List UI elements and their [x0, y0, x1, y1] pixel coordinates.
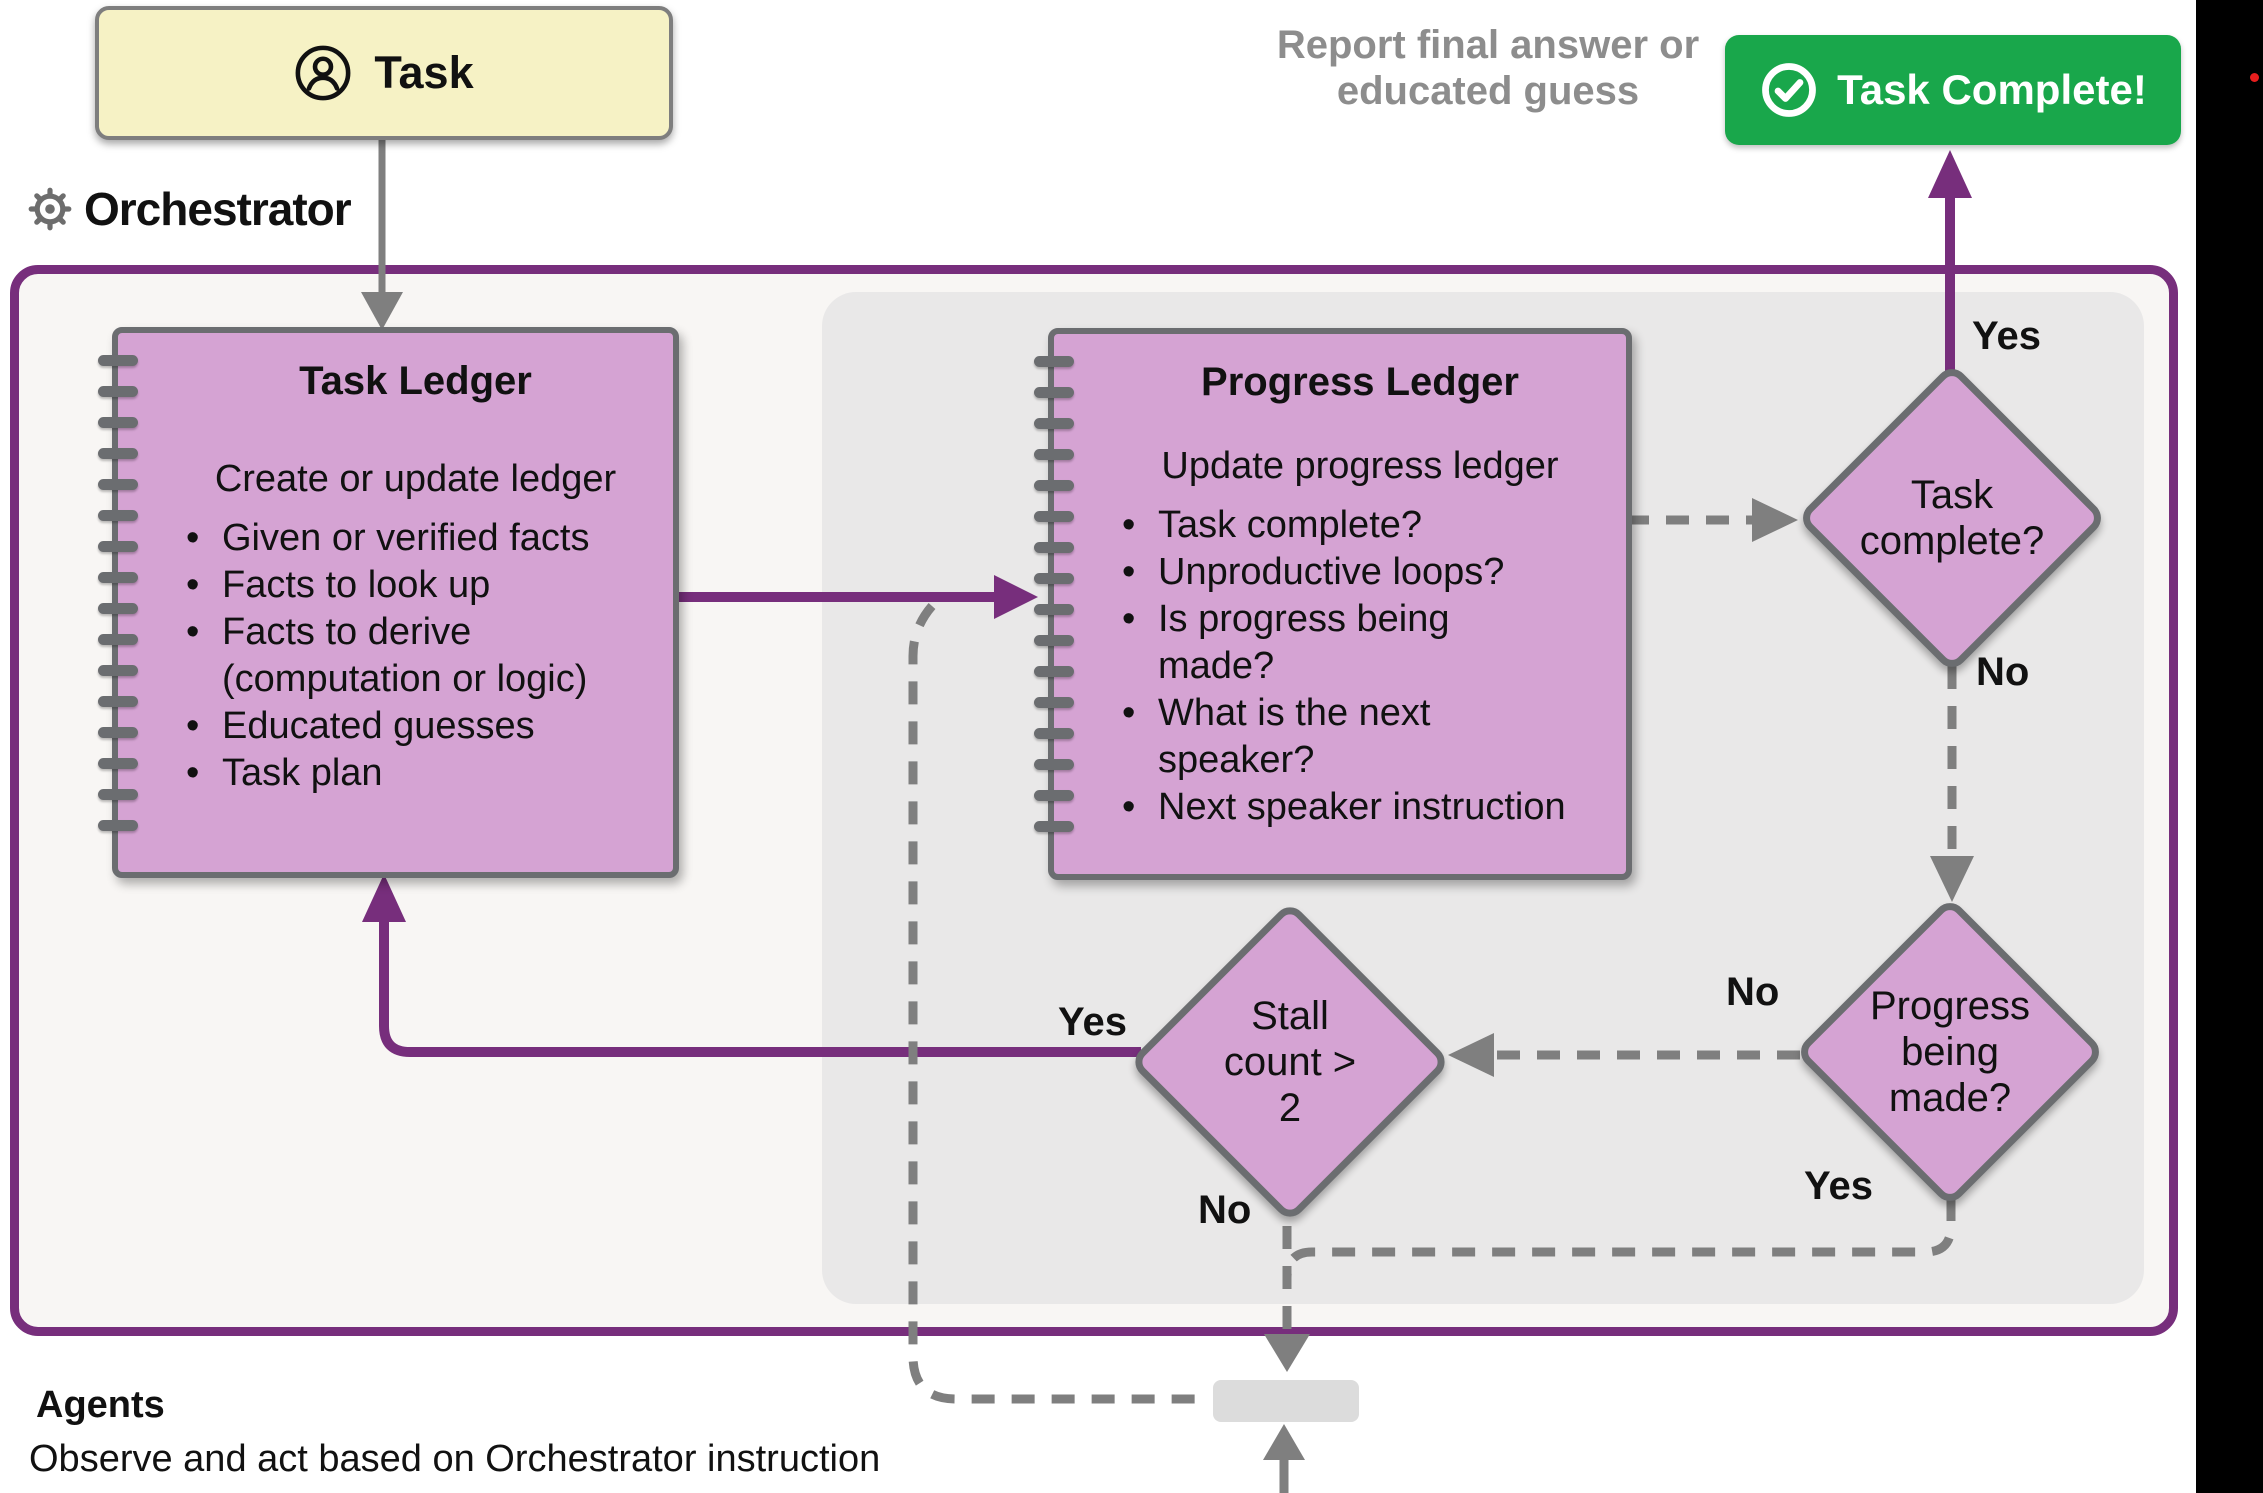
orchestrator-caption: Orchestrator	[26, 182, 352, 236]
spiral-coil	[1034, 635, 1074, 646]
bullet-item: Next speaker instruction	[1114, 784, 1606, 831]
bullet-item: Task complete?	[1114, 502, 1606, 549]
report-note: Report final answer or educated guess	[1276, 23, 1700, 113]
spiral-coil	[98, 665, 138, 676]
bullet-item: Facts to derive (computation or logic)	[178, 609, 653, 703]
bullet-item: Facts to look up	[178, 562, 653, 609]
task-complete-button: Task Complete!	[1725, 35, 2181, 145]
bullet-item: Is progress being made?	[1114, 596, 1606, 690]
progress-ledger-title: Progress Ledger	[1201, 360, 1519, 404]
decision-progress-being-made-label: Progress being made?	[1869, 984, 2031, 1120]
spiral-coil	[98, 355, 138, 366]
spiral-coil	[98, 572, 138, 583]
spiral-coil	[98, 634, 138, 645]
spiral-coil	[1034, 821, 1074, 832]
spiral-coil	[98, 820, 138, 831]
spiral-coil	[1034, 573, 1074, 584]
gear-icon	[26, 185, 74, 233]
task-ledger-title: Task Ledger	[299, 359, 532, 403]
progress-ledger-subtitle: Update progress ledger	[1161, 445, 1559, 487]
screen-edge-strip	[2196, 0, 2263, 1493]
decision-stall-count-label: Stall count > 2	[1223, 994, 1357, 1130]
task-source-label: Task	[374, 47, 474, 98]
spiral-coil	[98, 696, 138, 707]
check-circle-icon	[1759, 60, 1819, 120]
task-complete-label: Task Complete!	[1837, 66, 2147, 113]
bullet-item: Educated guesses	[178, 703, 653, 750]
label-task-complete-yes: Yes	[1972, 314, 2041, 358]
spiral-coil	[98, 386, 138, 397]
bullet-item: What is the next speaker?	[1114, 690, 1606, 784]
task-ledger-notebook: Task Ledger Create or update ledger Give…	[98, 327, 679, 878]
spiral-coil	[1034, 604, 1074, 615]
spiral-coil	[98, 417, 138, 428]
progress-ledger-list: Task complete?Unproductive loops?Is prog…	[1114, 502, 1606, 831]
label-progress-no: No	[1726, 970, 1780, 1014]
spiral-coil	[1034, 356, 1074, 367]
spiral-coil	[98, 448, 138, 459]
dashed-loop-to-agents	[908, 603, 1206, 1404]
bullet-item: Given or verified facts	[178, 515, 653, 562]
label-stall-no: No	[1198, 1188, 1252, 1232]
spiral-coil	[98, 603, 138, 614]
spiral-coil	[98, 789, 138, 800]
spiral-coil	[1034, 511, 1074, 522]
spiral-coil	[1034, 542, 1074, 553]
arrow-stall-yes-to-taskledger	[379, 922, 1141, 1057]
spiral-coil	[1034, 666, 1074, 677]
bullet-item: Task plan	[178, 750, 653, 797]
spiral-coil	[1034, 759, 1074, 770]
spiral-coil	[1034, 418, 1074, 429]
spiral-coil	[98, 758, 138, 769]
record-dot	[2250, 73, 2259, 82]
agents-subtitle: Observe and act based on Orchestrator in…	[29, 1438, 881, 1480]
spiral-coil	[98, 510, 138, 521]
spiral-coil	[98, 479, 138, 490]
agent-connector-box	[1213, 1380, 1359, 1422]
bullet-item: Unproductive loops?	[1114, 549, 1606, 596]
spiral-coil	[98, 541, 138, 552]
orchestrator-label: Orchestrator	[84, 183, 352, 235]
dashed-progress-yes-return	[1282, 1198, 1956, 1279]
task-source-box: Task	[95, 6, 673, 140]
spiral-coil	[98, 727, 138, 738]
spiral-coil	[1034, 480, 1074, 491]
spiral-coil	[1034, 697, 1074, 708]
spiral-coil	[1034, 387, 1074, 398]
label-progress-yes: Yes	[1804, 1164, 1873, 1208]
task-ledger-list: Given or verified factsFacts to look upF…	[178, 515, 653, 797]
progress-ledger-notebook: Progress Ledger Update progress ledger T…	[1034, 328, 1632, 880]
agents-title: Agents	[36, 1384, 165, 1426]
spiral-coil	[1034, 790, 1074, 801]
decision-task-complete-label: Task complete?	[1859, 473, 2045, 563]
person-icon	[294, 44, 352, 102]
label-task-complete-no: No	[1976, 650, 2030, 694]
spiral-coil	[1034, 728, 1074, 739]
label-stall-yes: Yes	[1058, 1000, 1127, 1044]
task-ledger-subtitle: Create or update ledger	[214, 458, 617, 500]
spiral-coil	[1034, 449, 1074, 460]
